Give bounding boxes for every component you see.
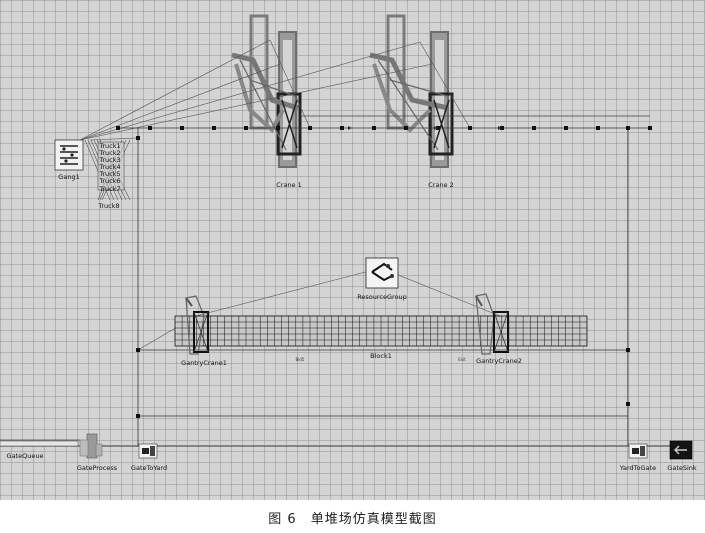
gate-sink-label: GateSink — [667, 464, 697, 472]
truck-label: Truck6 — [98, 177, 120, 185]
truck-labels: Truck1 Truck2 Truck3 Truck4 Truck5 Truck… — [97, 142, 120, 210]
gate-process-icon[interactable] — [79, 433, 103, 459]
gate-to-yard-label: GateToYard — [131, 464, 167, 472]
truck-label: Truck5 — [98, 170, 120, 178]
gantry-crane-1-icon[interactable] — [185, 295, 209, 355]
block-right-mark: Exit — [458, 357, 466, 362]
truck-label: Truck2 — [98, 149, 120, 157]
crane-1-label: Crane 1 — [276, 181, 302, 189]
gate-queue-icon[interactable] — [0, 440, 79, 447]
gate-process-label: GateProcess — [77, 464, 118, 472]
gantry-crane-1-label: GantryCrane1 — [181, 359, 227, 367]
yard-to-gate-label: YardToGate — [619, 464, 656, 472]
gang-icon[interactable] — [54, 139, 84, 171]
truck-label: Truck7 — [98, 185, 120, 193]
yard-block[interactable] — [174, 315, 588, 347]
truck-label: Truck8 — [97, 202, 119, 210]
figure-caption: 图 6 单堆场仿真模型截图 — [268, 512, 437, 527]
model-canvas[interactable]: Gang1 Truck1 Truck2 Truck3 Truck4 Truck5… — [0, 0, 705, 500]
resource-group-label: ResourceGroup — [357, 293, 407, 301]
crane-2-label: Crane 2 — [428, 181, 454, 189]
truck-cluster-icon[interactable] — [84, 139, 131, 201]
yard-to-gate-icon[interactable] — [628, 443, 648, 459]
gate-queue-label: GateQueue — [7, 452, 44, 460]
crane-2-structure[interactable] — [369, 14, 454, 168]
resource-group-icon[interactable] — [365, 257, 399, 289]
gantry-crane-2-label: GantryCrane2 — [476, 357, 522, 365]
gate-to-yard-icon[interactable] — [138, 443, 158, 459]
gate-sink-icon[interactable] — [669, 440, 693, 460]
truck-label: Truck3 — [98, 156, 120, 164]
block-label: Block1 — [370, 352, 392, 360]
entity-markers — [348, 126, 502, 130]
truck-label: Truck1 — [98, 142, 120, 150]
crane-1-structure[interactable] — [231, 14, 302, 168]
block-left-mark: Bld5 — [296, 357, 305, 362]
path-network — [0, 115, 690, 447]
simulation-model: Gang1 Truck1 Truck2 Truck3 Truck4 Truck5… — [0, 14, 697, 472]
gang-label: Gang1 — [58, 173, 79, 181]
gantry-crane-2-icon[interactable] — [475, 293, 509, 355]
truck-label: Truck4 — [98, 163, 120, 171]
